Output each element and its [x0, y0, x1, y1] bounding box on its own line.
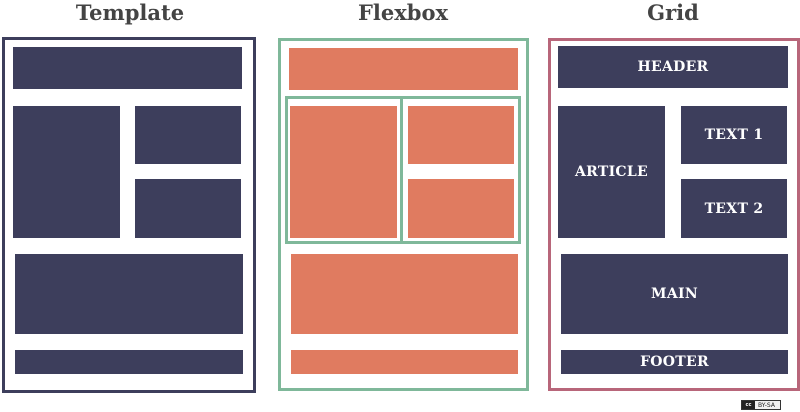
template-text2-block [135, 179, 241, 238]
template-panel [2, 37, 256, 393]
grid-footer-block: FOOTER [561, 350, 788, 374]
flexbox-text2-block [408, 179, 514, 238]
flexbox-header-block [289, 48, 518, 90]
flexbox-column-container [400, 96, 521, 244]
grid-panel [548, 38, 800, 391]
template-main-block [15, 254, 243, 334]
template-header-block [13, 47, 242, 89]
template-footer-block [15, 350, 243, 374]
template-article-block [13, 106, 120, 238]
template-title: Template [75, 0, 185, 25]
license-badge: cc BY-SA [741, 400, 781, 410]
flexbox-main-block [291, 254, 518, 334]
license-text: BY-SA [758, 401, 775, 409]
grid-title: Grid [647, 0, 699, 25]
grid-text1-block: TEXT 1 [681, 106, 787, 164]
flexbox-article-block [290, 106, 397, 238]
flexbox-title: Flexbox [358, 0, 448, 25]
grid-main-block: MAIN [561, 254, 788, 334]
flexbox-panel [278, 38, 529, 391]
template-text1-block [135, 106, 241, 164]
grid-text2-block: TEXT 2 [681, 179, 787, 238]
grid-header-block: HEADER [558, 46, 788, 88]
flexbox-text1-block [408, 106, 514, 164]
grid-article-block: ARTICLE [558, 106, 665, 238]
creative-commons-icon: cc [742, 401, 755, 409]
flexbox-footer-block [291, 350, 518, 374]
